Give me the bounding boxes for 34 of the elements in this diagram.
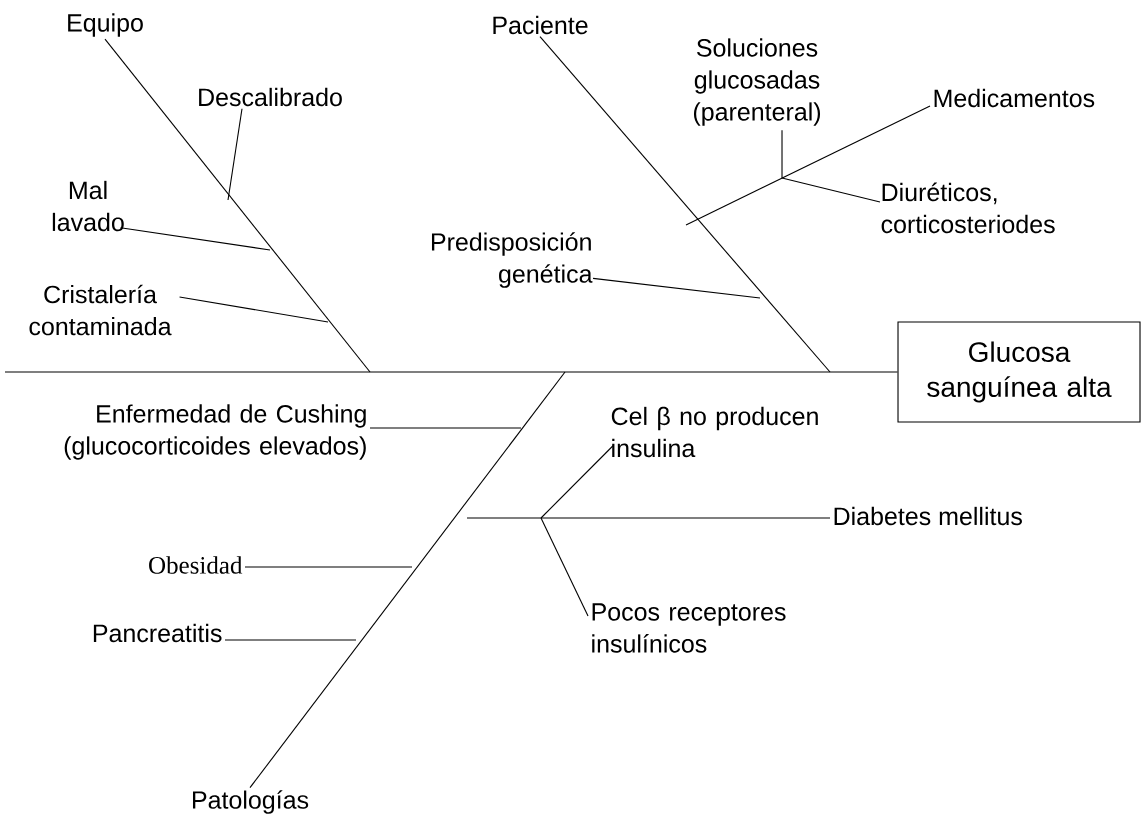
leader-line (369, 427, 522, 429)
spine-line (4, 371, 898, 373)
leader-line (120, 227, 271, 251)
category-label: Equipo (68, 13, 143, 37)
cause-label: Cristalería contaminada (29, 284, 172, 336)
cause-label: Diabetes mellitus (834, 506, 1022, 526)
cause-label: Cel β no producen insulina (611, 406, 818, 458)
cause-label: Mal lavado (52, 180, 124, 232)
bone-line (539, 36, 831, 373)
leader-line (224, 639, 357, 641)
leader-line (592, 277, 761, 299)
cause-label: Pancreatitis (93, 623, 222, 643)
bone-line (249, 371, 566, 789)
leader-line (781, 129, 783, 179)
cause-label: Enfermedad de Cushing (glucocorticoides elevados) (64, 404, 366, 460)
cause-label: Obesidad (149, 556, 243, 574)
category-label: Patologías (193, 790, 309, 814)
cause-label: Predisposición genética (432, 232, 593, 288)
cause-label: Soluciones glucosadas (parenteral) (693, 38, 821, 126)
leader-line (781, 177, 881, 203)
leader-line (540, 517, 589, 617)
cause-label: Descalibrado (199, 87, 342, 107)
leader-line (466, 517, 831, 519)
cause-label: Diuréticos, corticosteriodes (881, 182, 1055, 234)
effect-box: Glucosa sanguínea alta (897, 321, 1141, 423)
leader-line (227, 108, 243, 201)
leader-line (179, 296, 329, 323)
cause-label: Pocos receptores insulínicos (592, 603, 786, 653)
cause-label: Medicamentos (934, 88, 1095, 108)
leader-line (540, 445, 614, 519)
category-label: Paciente (493, 15, 588, 35)
leader-line (685, 105, 931, 226)
bone-line (104, 38, 371, 373)
leader-line (244, 566, 413, 568)
